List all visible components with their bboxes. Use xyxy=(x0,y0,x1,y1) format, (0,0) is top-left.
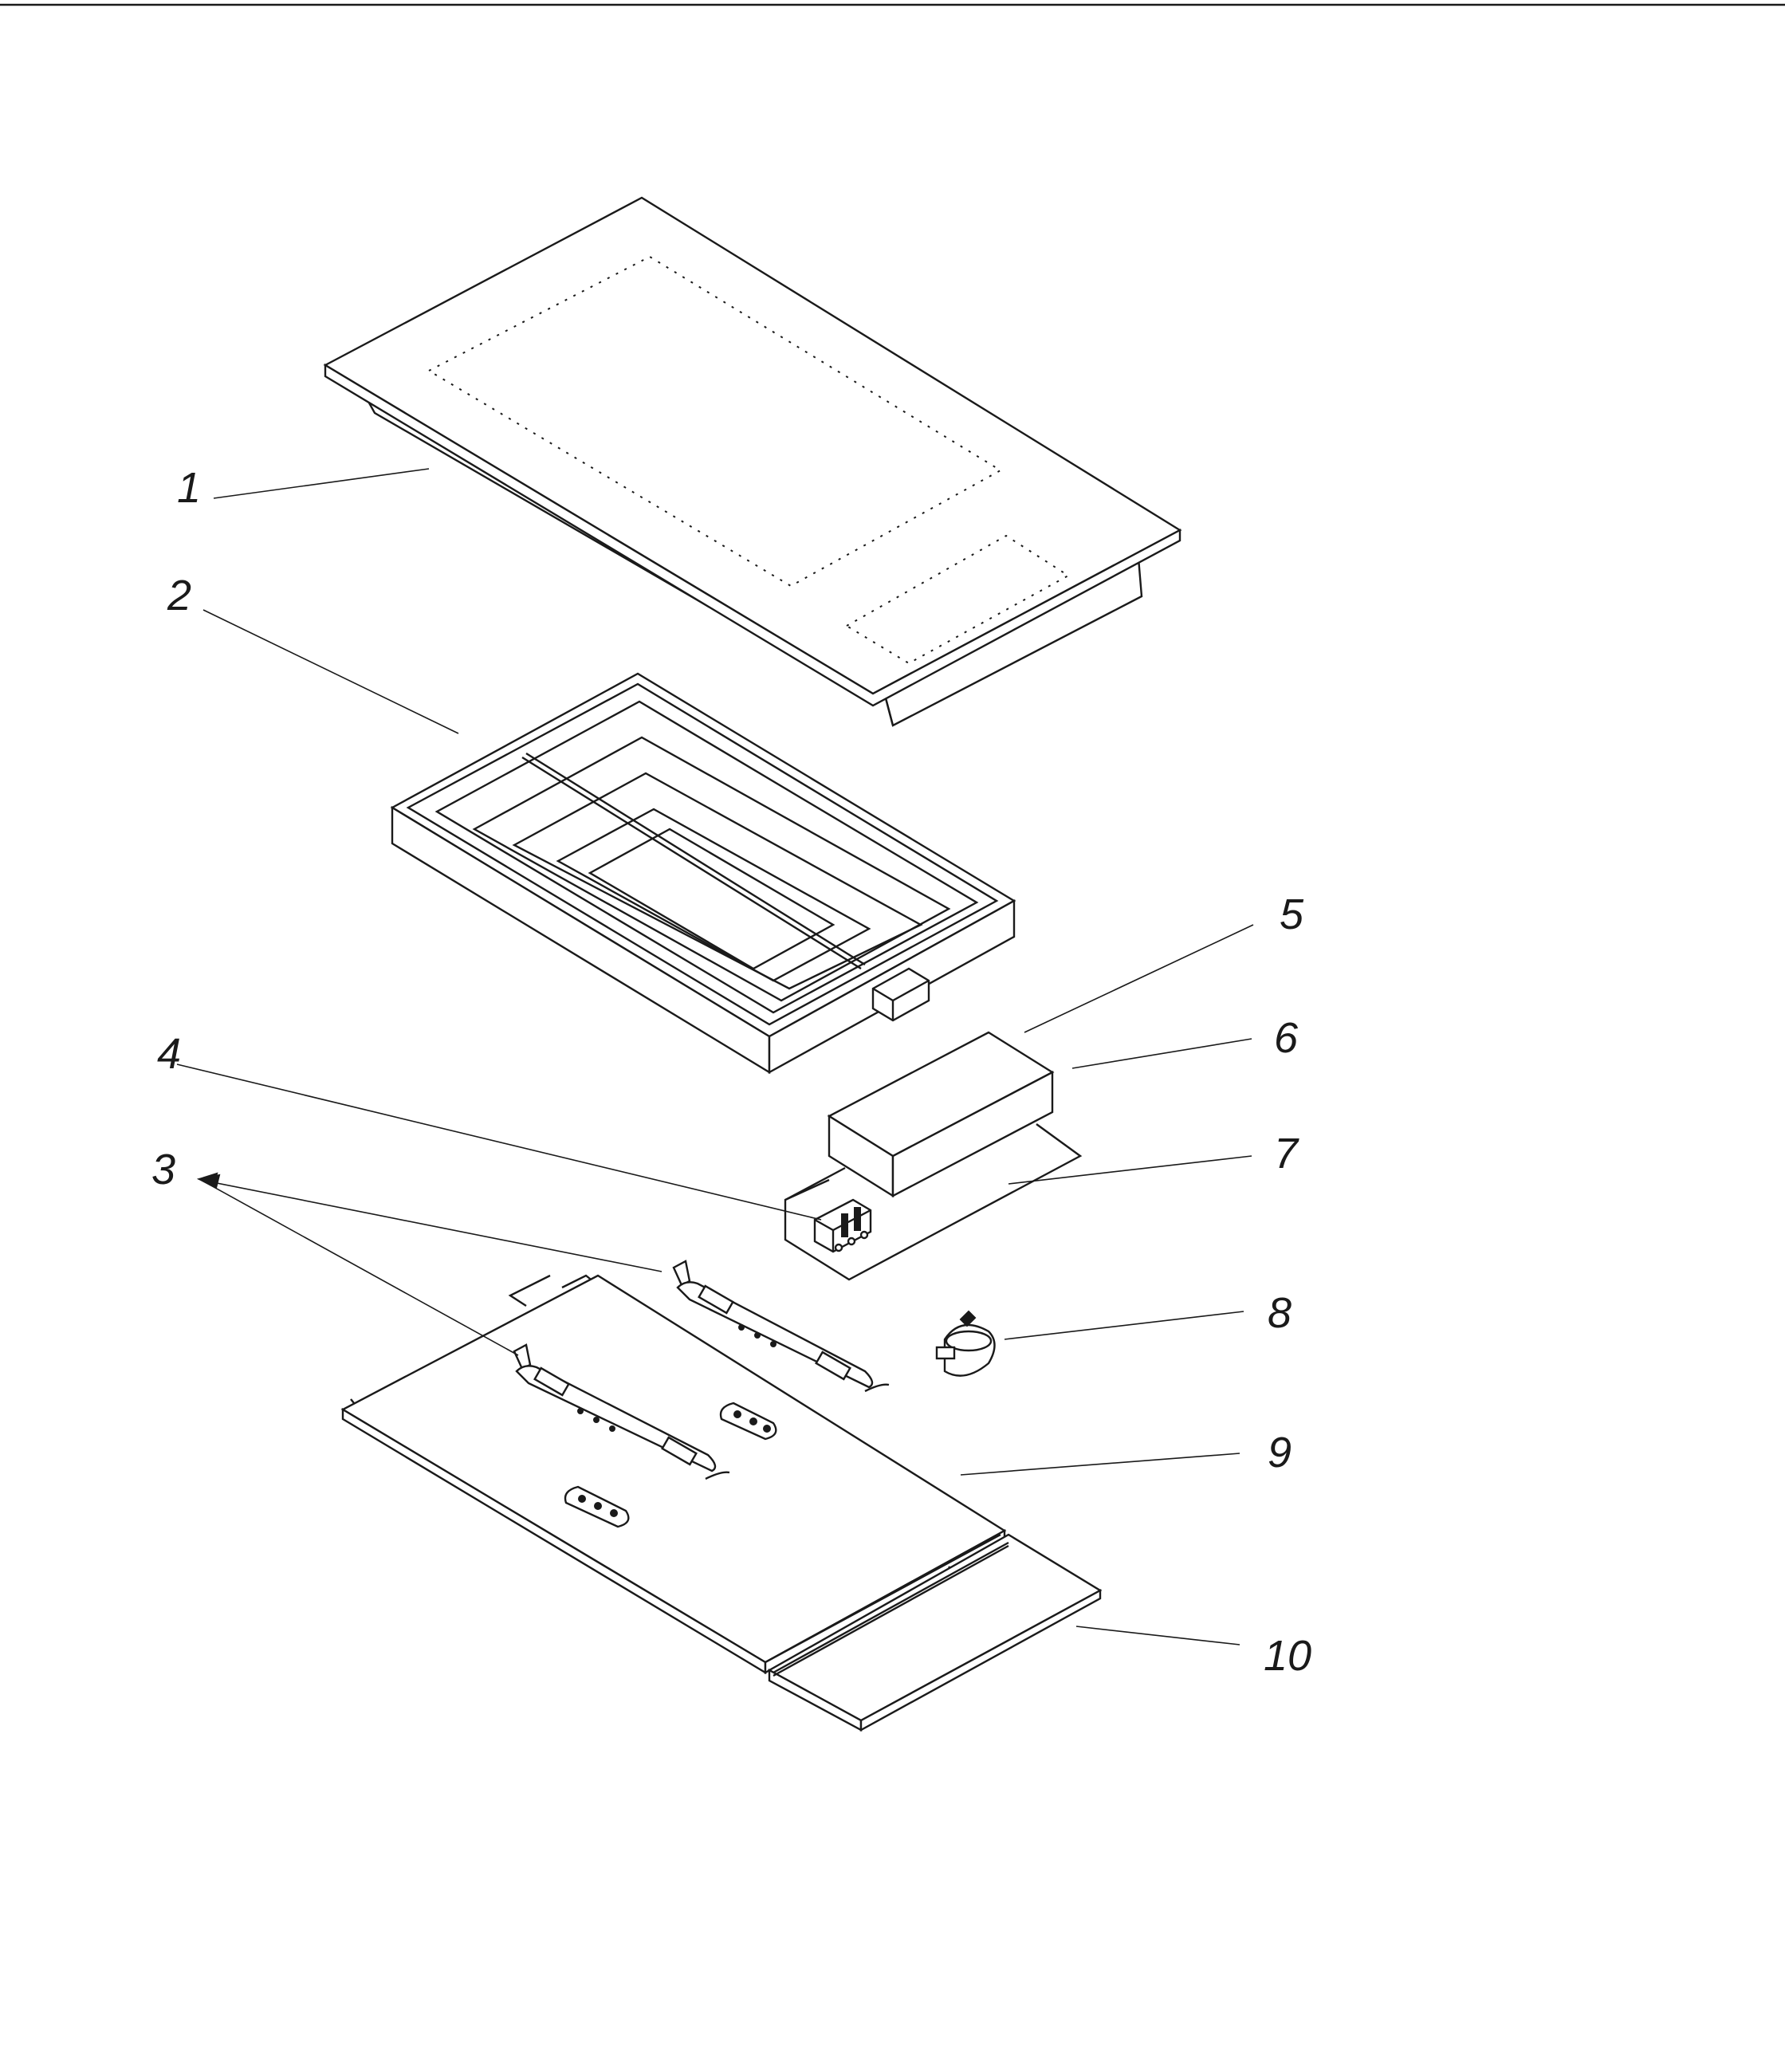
label-part-4: 4 xyxy=(157,1030,181,1078)
part-10-cover-plate xyxy=(767,1533,1103,1732)
leader-2 xyxy=(202,609,459,734)
part-labels: 1 2 3 4 5 6 7 8 9 10 xyxy=(151,464,1311,1680)
spacer-plate-1 xyxy=(719,1402,777,1441)
label-part-5: 5 xyxy=(1280,891,1304,938)
leader-10 xyxy=(1075,1626,1240,1645)
part-2-heating-element xyxy=(390,672,1016,1075)
label-part-7: 7 xyxy=(1274,1130,1299,1178)
label-part-10: 10 xyxy=(1264,1632,1311,1680)
part-1-cooktop-glass xyxy=(323,196,1182,727)
leader-8 xyxy=(1004,1311,1244,1340)
leader-lines xyxy=(176,468,1254,1645)
label-part-8: 8 xyxy=(1268,1289,1292,1337)
part-7-insulation-sheet xyxy=(784,1123,1083,1281)
part-8-thermostat xyxy=(935,1310,996,1377)
leader-9 xyxy=(960,1453,1240,1476)
part-4-terminal-block xyxy=(813,1198,872,1253)
part-6-control-box xyxy=(827,1031,1055,1198)
leader-3b xyxy=(200,1179,519,1356)
label-part-1: 1 xyxy=(177,464,201,512)
part-3-bracket-upper xyxy=(672,1260,890,1393)
part-9-bottom-plate xyxy=(340,1274,1007,1675)
part-3-bracket-lower xyxy=(513,1343,730,1480)
leader-1 xyxy=(213,468,430,499)
leader-7 xyxy=(1008,1155,1252,1185)
label-part-6: 6 xyxy=(1274,1014,1299,1062)
leader-4 xyxy=(176,1064,822,1221)
leader-6 xyxy=(1071,1038,1252,1069)
leader-3a xyxy=(200,1179,662,1272)
leader-5 xyxy=(1024,924,1254,1033)
label-part-3: 3 xyxy=(151,1146,175,1193)
label-part-9: 9 xyxy=(1268,1429,1292,1476)
spacer-plate-2 xyxy=(564,1485,630,1528)
label-part-2: 2 xyxy=(167,572,191,619)
